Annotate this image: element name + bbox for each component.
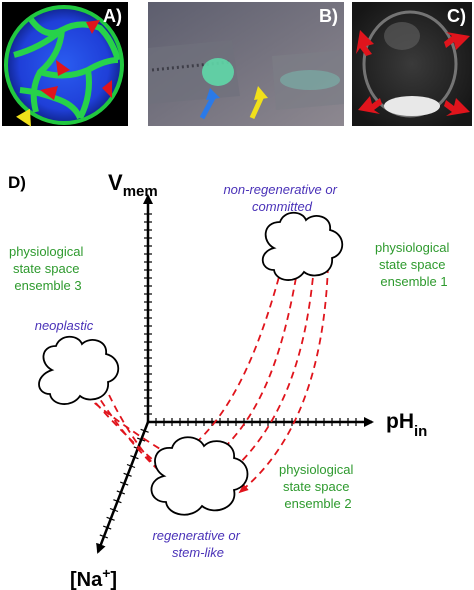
panel-c-inner-blob	[384, 22, 420, 50]
panel-c-bright-band	[384, 96, 440, 116]
panel-a-label: A)	[103, 6, 122, 26]
blue-arrow-icon	[199, 94, 217, 120]
na-axis-tick	[109, 507, 119, 513]
state-committed-label: non-regenerative or committed	[223, 182, 340, 214]
na-axis-label: [Na+]	[70, 565, 117, 590]
vmem-axis-label: Vmem	[108, 170, 158, 200]
red-triangle-icon	[56, 60, 70, 76]
panel-b: B)	[148, 2, 344, 126]
state-neoplastic-label: neoplastic	[35, 318, 94, 333]
trajectory-committed-4	[238, 265, 329, 494]
na-axis-tick	[123, 472, 132, 477]
na-axis-tick	[140, 428, 149, 433]
panel-c-arrows	[356, 30, 470, 116]
ensemble-2-label: physiological state space ensemble 2	[279, 462, 357, 511]
panel-b-label: B)	[319, 6, 338, 26]
panel-b-faint-patch	[280, 70, 340, 90]
na-axis-tick	[96, 543, 105, 548]
na-axis-tick	[116, 490, 126, 495]
na-axis-tick	[106, 516, 115, 521]
cloud-regenerative	[150, 436, 249, 516]
panel-c-label: C)	[447, 6, 466, 26]
yellow-arrow-head	[254, 86, 268, 100]
red-triangle-icon	[102, 80, 112, 98]
na-axis	[96, 421, 150, 554]
panel-c: C)	[352, 2, 472, 126]
na-axis-tick	[126, 463, 136, 469]
panel-a-outline	[4, 5, 124, 125]
ensemble-1-label: physiological state space ensemble 1	[375, 240, 453, 289]
na-axis-tick	[136, 437, 146, 442]
panel-b-tissue-left	[148, 40, 240, 104]
na-axis-tick	[99, 534, 109, 539]
red-arrow-icon	[444, 98, 470, 116]
na-axis-tick	[113, 499, 122, 504]
yellow-arrow-icon	[16, 108, 31, 127]
panel-d: D) Vmem pHin [Na+]	[8, 170, 453, 590]
red-arrow-icon	[444, 32, 470, 50]
panel-b-tissue-right	[272, 50, 344, 110]
na-axis-tick	[130, 455, 139, 460]
na-axis-tick	[102, 525, 112, 530]
cloud-neoplastic	[38, 335, 120, 405]
panel-b-fluorescent-patch	[202, 58, 234, 86]
trajectory-committed-2	[208, 265, 299, 462]
blue-arrow-head	[206, 88, 220, 100]
red-arrow-icon	[356, 30, 374, 56]
red-triangle-icon	[40, 86, 58, 100]
ensemble-3-label: physiological state space ensemble 3	[9, 244, 87, 293]
red-triangle-icon	[86, 20, 100, 34]
panel-a-membrane-network	[13, 16, 121, 120]
panel-d-label: D)	[8, 173, 26, 192]
yellow-arrow-icon	[249, 94, 265, 120]
axis-ticks	[96, 213, 357, 548]
red-arrow-icon	[358, 96, 382, 114]
na-axis-tick	[119, 481, 129, 486]
trajectory-committed-1	[188, 265, 283, 450]
state-regenerative-label: regenerative or stem-like	[152, 528, 243, 560]
panel-a: A)	[2, 2, 128, 127]
cloud-committed	[261, 211, 344, 281]
ph-axis-label: pHin	[386, 410, 427, 440]
trajectory-committed-3	[224, 265, 315, 478]
panel-c-embryo-outline	[362, 10, 458, 118]
